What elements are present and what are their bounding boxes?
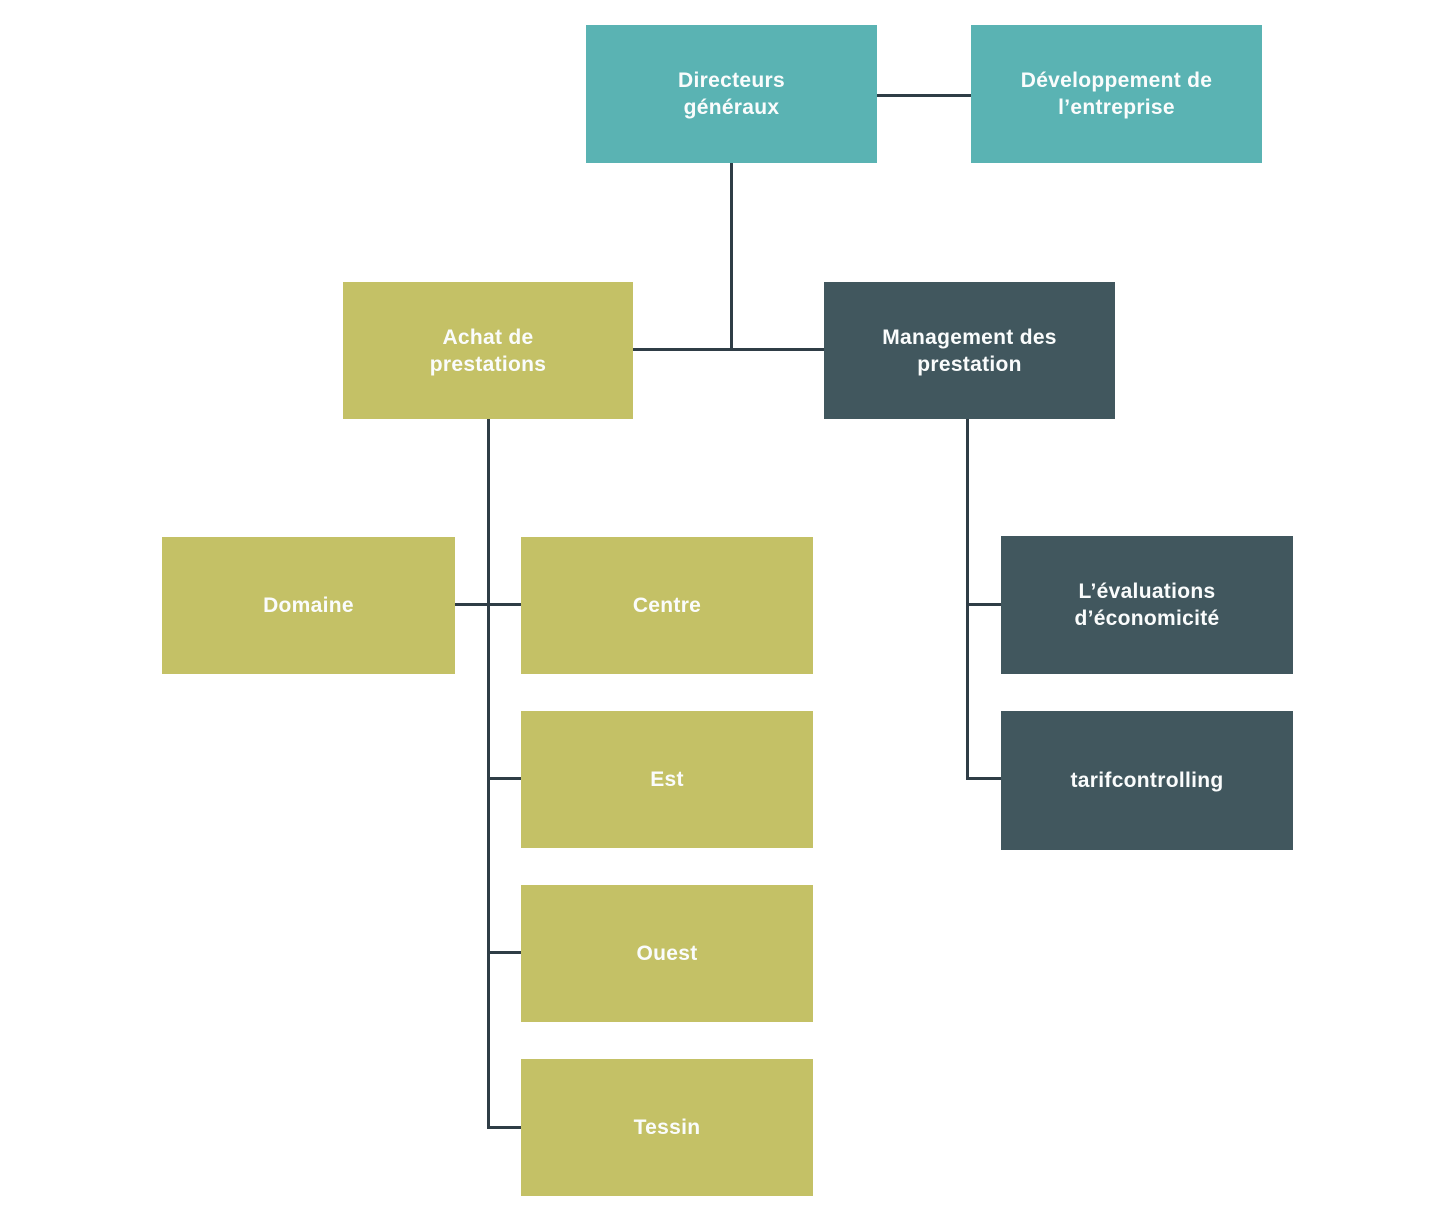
connector-branch-evaluations xyxy=(966,603,1001,606)
node-domaine: Domaine xyxy=(162,537,455,674)
node-label: Développement de l’entreprise xyxy=(1020,69,1213,119)
node-label: Ouest xyxy=(636,942,698,965)
connector-achat-management xyxy=(633,348,824,351)
node-label: Directeurs généraux xyxy=(678,69,785,119)
node-evaluations-economicite: L’évaluations d’économicité xyxy=(1001,536,1293,674)
connector-achat-trunk xyxy=(487,419,490,1129)
node-achat-de-prestations: Achat de prestations xyxy=(343,282,633,419)
connector-directeurs-down xyxy=(730,163,733,350)
node-label: Est xyxy=(650,768,684,791)
node-label: Achat de prestations xyxy=(429,325,547,376)
connector-branch-est xyxy=(487,777,521,780)
node-label: L’évaluations d’économicité xyxy=(1074,580,1220,630)
connector-branch-tessin xyxy=(487,1126,521,1129)
node-label: Tessin xyxy=(633,1116,701,1139)
node-ouest: Ouest xyxy=(521,885,813,1022)
node-developpement-entreprise: Développement de l’entreprise xyxy=(971,25,1262,163)
node-tessin: Tessin xyxy=(521,1059,813,1196)
connector-branch-ouest xyxy=(487,951,521,954)
node-label: Domaine xyxy=(263,594,354,617)
node-label: Centre xyxy=(632,594,702,617)
node-directeurs-generaux: Directeurs généraux xyxy=(586,25,877,163)
connector-directeurs-developpement xyxy=(876,94,971,97)
node-centre: Centre xyxy=(521,537,813,674)
connector-management-trunk xyxy=(966,419,969,780)
node-tarifcontrolling: tarifcontrolling xyxy=(1001,711,1293,850)
node-management-prestation: Management des prestation xyxy=(824,282,1115,419)
node-label: tarifcontrolling xyxy=(1070,769,1224,792)
node-est: Est xyxy=(521,711,813,848)
connector-domaine-centre xyxy=(455,603,521,606)
node-label: Management des prestation xyxy=(882,325,1057,376)
connector-branch-tarifcontrolling xyxy=(966,777,1001,780)
